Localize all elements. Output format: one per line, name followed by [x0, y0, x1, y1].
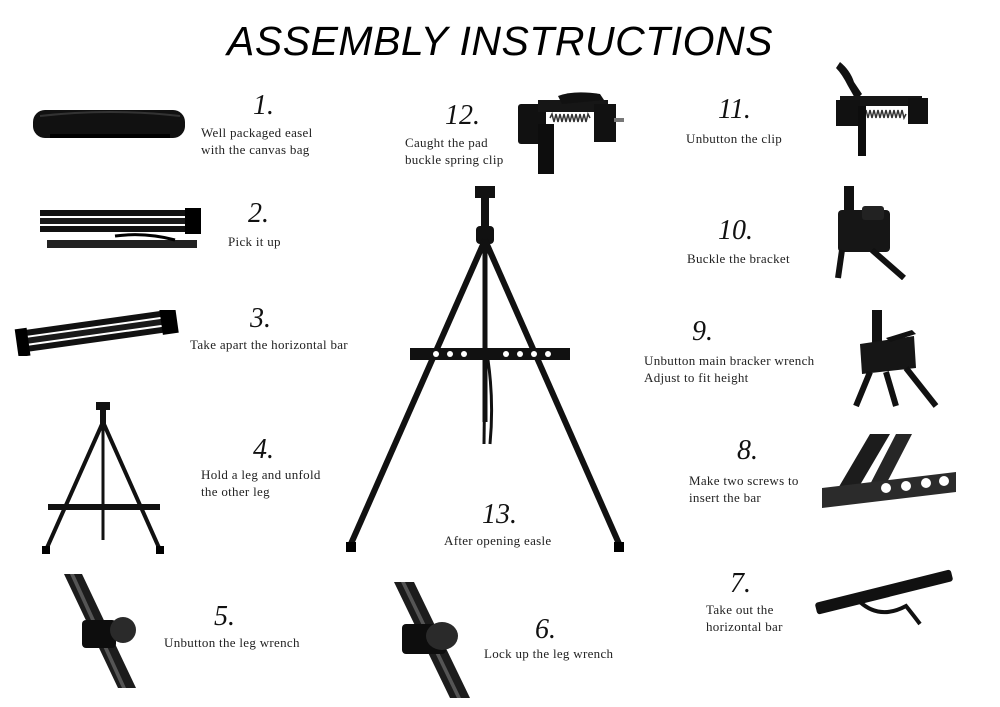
step-13-number: 13.: [482, 499, 517, 530]
step-6-number: 6.: [535, 614, 556, 645]
folded-easel-icon: [12, 310, 182, 356]
step-10-caption: Buckle the bracket: [687, 251, 790, 266]
step-6-caption: Lock up the leg wrench: [484, 646, 614, 661]
step-3-number: 3.: [250, 303, 271, 334]
step-4-number: 4.: [253, 434, 274, 465]
step-3-caption: Take apart the horizontal bar: [190, 337, 348, 352]
canvas-bag-icon: [30, 104, 190, 144]
easel-icon: [340, 182, 630, 554]
step-12-number: 12.: [445, 100, 480, 131]
step-10-number: 10.: [718, 215, 753, 246]
step-9-number: 9.: [692, 316, 713, 347]
step-5-number: 5.: [214, 601, 235, 632]
step-13-caption: After opening easle: [444, 533, 552, 548]
leg-wrench-icon: [392, 580, 474, 700]
bracket-icon: [820, 432, 960, 526]
folded-easel-icon: [35, 206, 205, 254]
bar-icon: [810, 562, 958, 628]
bracket-icon: [850, 308, 940, 408]
clip-icon: [832, 60, 932, 158]
step-7-number: 7.: [730, 568, 751, 599]
bracket-icon: [832, 184, 912, 280]
step-8-number: 8.: [737, 435, 758, 466]
clip-icon: [514, 88, 626, 174]
leg-wrench-icon: [60, 572, 140, 690]
step-2-number: 2.: [248, 198, 269, 229]
step-2-caption: Pick it up: [228, 234, 281, 249]
step-5-caption: Unbutton the leg wrench: [164, 635, 300, 650]
page-title: ASSEMBLY INSTRUCTIONS: [227, 18, 773, 64]
easel-icon: [38, 400, 168, 556]
step-1-number: 1.: [253, 90, 274, 121]
step-11-caption: Unbutton the clip: [686, 131, 783, 146]
step-11-number: 11.: [718, 94, 751, 125]
